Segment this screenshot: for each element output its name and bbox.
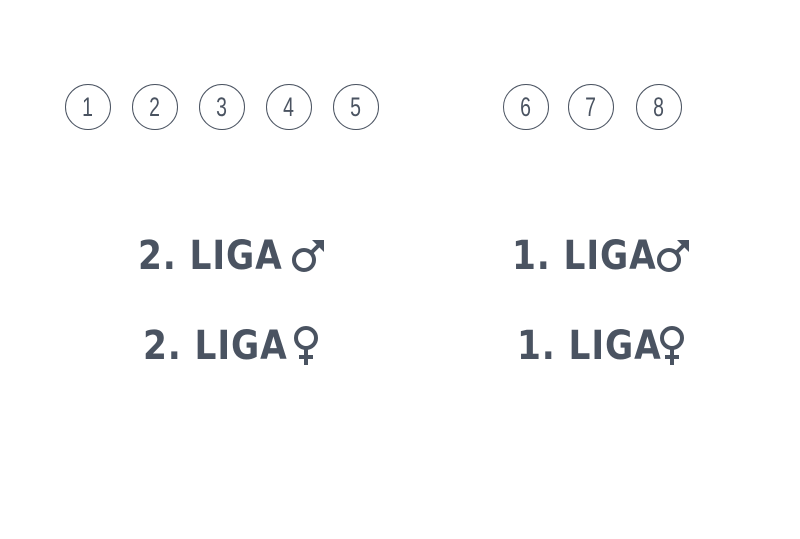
number-circle-1[interactable]: 1	[65, 84, 111, 130]
number-circle-6[interactable]: 6	[503, 84, 549, 130]
number-label: 6	[520, 91, 532, 122]
league-label: 1. LIGA	[512, 233, 657, 279]
number-label: 7	[585, 91, 597, 122]
number-label: 2	[149, 91, 161, 122]
league-label: 2. LIGA	[138, 233, 283, 279]
league-1-male[interactable]: 1. LIGA	[512, 236, 680, 276]
number-circle-5[interactable]: 5	[333, 84, 379, 130]
number-label: 3	[216, 91, 228, 122]
number-label: 4	[283, 91, 295, 122]
number-circle-7[interactable]: 7	[568, 84, 614, 130]
league-2-male[interactable]: 2. LIGA	[138, 236, 306, 276]
league-label: 1. LIGA	[517, 323, 662, 369]
number-circle-8[interactable]: 8	[636, 84, 682, 130]
male-icon	[657, 240, 689, 272]
number-circle-2[interactable]: 2	[132, 84, 178, 130]
number-circle-4[interactable]: 4	[266, 84, 312, 130]
number-label: 5	[350, 91, 362, 122]
number-label: 8	[653, 91, 665, 122]
league-label: 2. LIGA	[143, 323, 288, 369]
number-circle-3[interactable]: 3	[199, 84, 245, 130]
league-2-female[interactable]: 2. LIGA	[143, 326, 311, 366]
number-label: 1	[82, 91, 94, 122]
female-icon	[660, 326, 684, 365]
female-icon	[294, 326, 318, 365]
league-1-female[interactable]: 1. LIGA	[517, 326, 685, 366]
male-icon	[292, 240, 324, 272]
